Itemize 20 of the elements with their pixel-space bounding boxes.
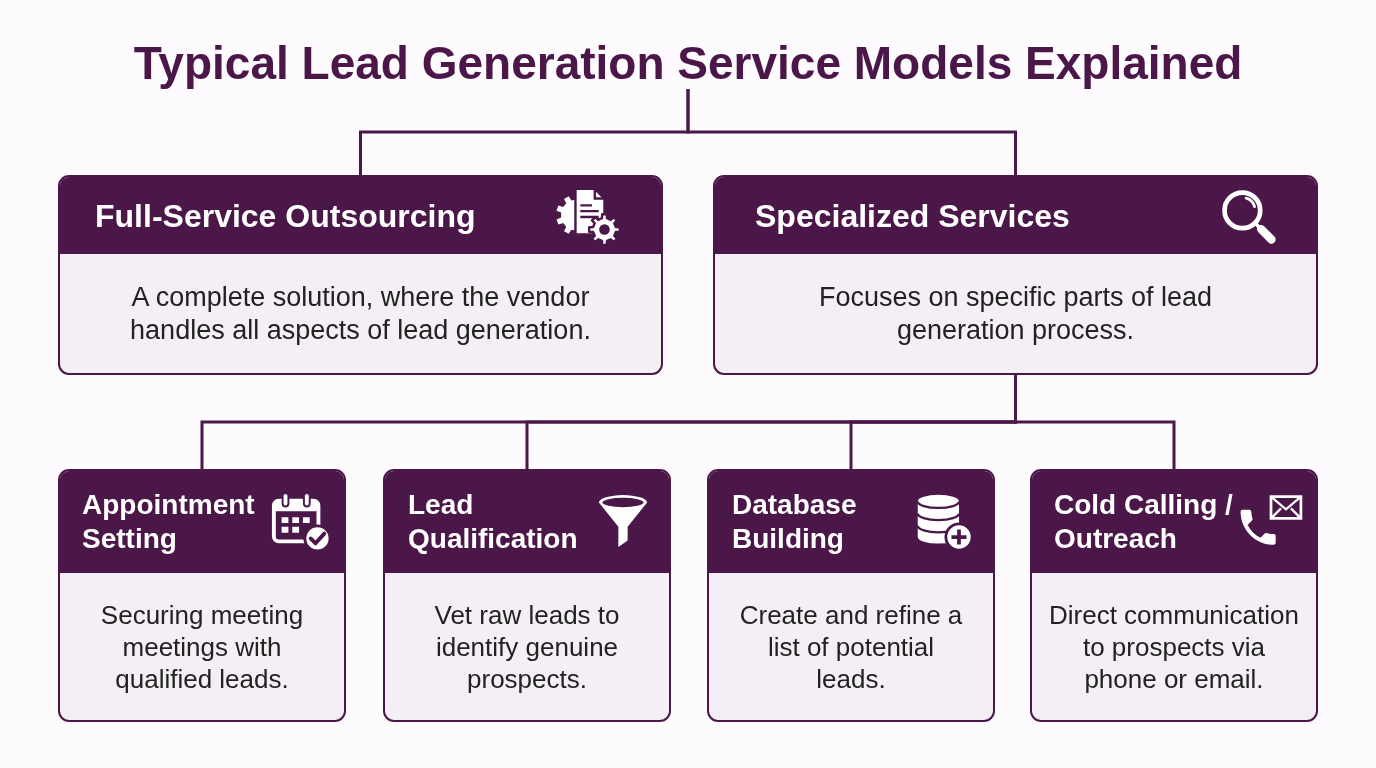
card-title: Appointment Setting — [82, 488, 256, 556]
card-description: Direct communication to prospects via phone or email. — [1048, 598, 1300, 695]
card-description: Securing meeting meetings with qualified leads. — [99, 598, 305, 695]
service-card — [58, 175, 663, 375]
card-description: Vet raw leads to identify genuine prospects. — [433, 598, 621, 695]
service-card — [707, 469, 995, 722]
card-title: Lead Qualification — [408, 488, 579, 556]
service-card — [713, 175, 1318, 375]
card-description: A complete solution, where the vendor handles all aspects of lead generation. — [129, 280, 592, 347]
service-card — [383, 469, 671, 722]
service-card — [1030, 469, 1318, 722]
card-title: Specialized Services — [755, 196, 1070, 235]
diagram-title: Typical Lead Generation Service Models Explained — [133, 37, 1243, 89]
card-description: Focuses on specific parts of lead generation process. — [817, 280, 1214, 347]
card-title: Full-Service Outsourcing — [95, 196, 476, 235]
card-title: Database Building — [732, 488, 858, 556]
card-title: Cold Calling / Outreach — [1054, 488, 1234, 556]
service-card — [58, 469, 346, 722]
connector-line — [686, 89, 1017, 175]
card-description: Create and refine a list of potential leads. — [738, 598, 964, 695]
